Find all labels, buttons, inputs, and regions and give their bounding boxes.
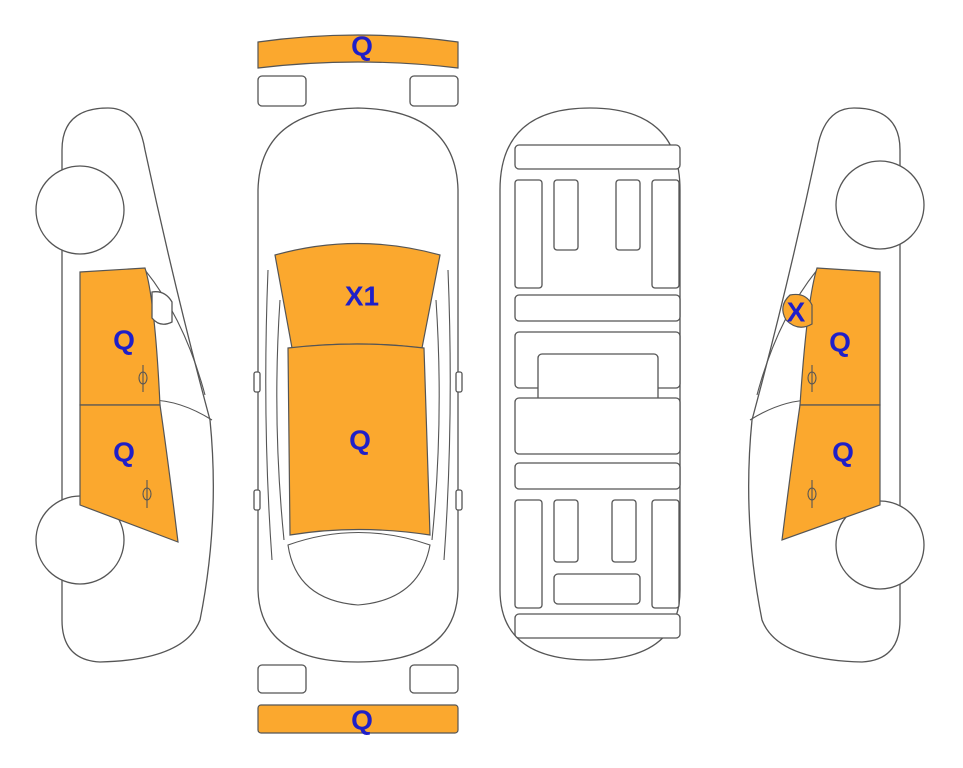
- rear-left-light: [257, 664, 307, 694]
- left-side-view: [35, 107, 214, 663]
- left-rear-door-panel[interactable]: [79, 404, 179, 543]
- right-mirror-label: X: [787, 297, 806, 328]
- rear-bumper-panel[interactable]: [257, 704, 459, 734]
- right-front-wheel: [835, 160, 925, 250]
- right-front-door-label: Q: [829, 327, 851, 358]
- underside-view: [499, 107, 681, 661]
- front-left-light: [257, 75, 307, 107]
- right-side-view: [748, 107, 925, 663]
- left-front-door-label: Q: [113, 325, 135, 356]
- front-bumper-panel[interactable]: [257, 34, 459, 69]
- left-front-wheel: [35, 165, 125, 255]
- roof-panel[interactable]: [287, 343, 431, 536]
- rear-bumper-label: Q: [351, 705, 373, 736]
- left-rear-door-label: Q: [113, 437, 135, 468]
- right-rear-door-panel[interactable]: [781, 404, 881, 541]
- right-mirror-panel[interactable]: [782, 293, 813, 328]
- front-right-light: [409, 75, 459, 107]
- top-view: [253, 34, 463, 734]
- hood-label: X1: [345, 281, 379, 312]
- rear-right-light: [409, 664, 459, 694]
- right-rear-door-label: Q: [832, 437, 854, 468]
- front-bumper-label: Q: [351, 31, 373, 62]
- roof-label: Q: [349, 425, 371, 456]
